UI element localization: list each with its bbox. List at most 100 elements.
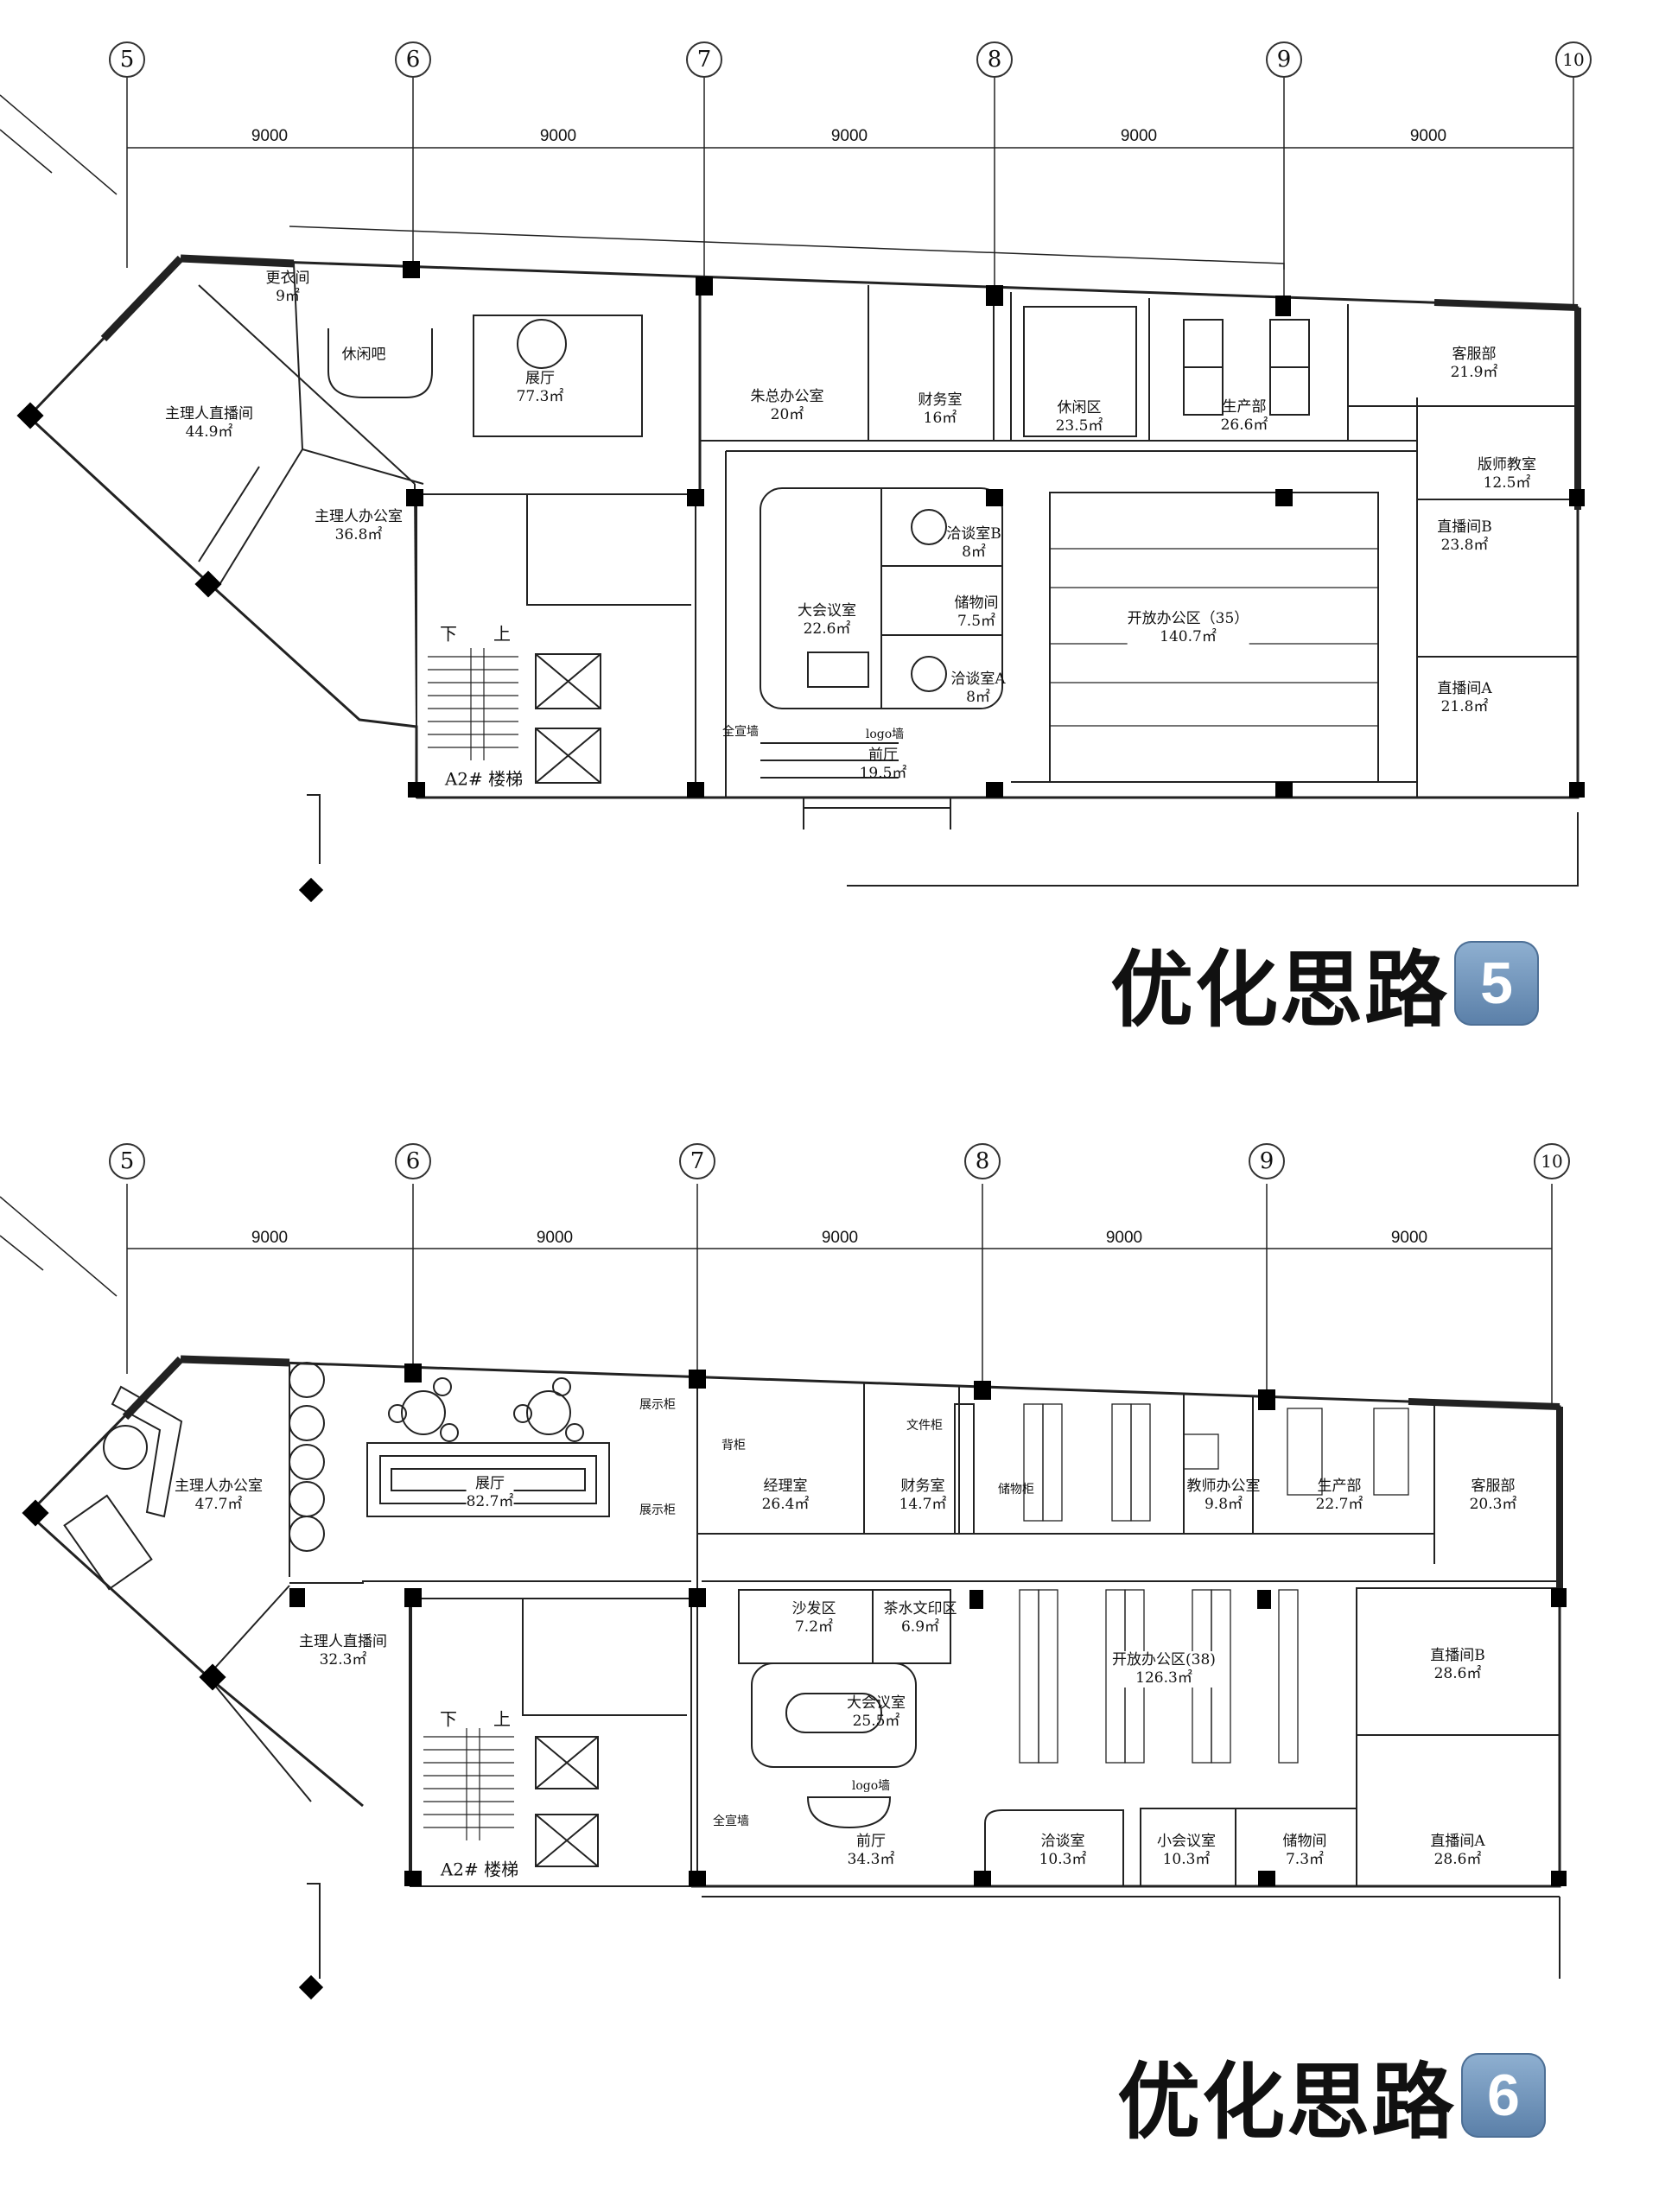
grid-axis-7: 7 xyxy=(686,41,722,78)
room-area: 6.9㎡ xyxy=(900,1618,940,1636)
room-area: 7.2㎡ xyxy=(794,1618,834,1636)
room-area: 26.4㎡ xyxy=(761,1496,810,1513)
grid-axis-9: 9 xyxy=(1266,41,1302,78)
grid-axis-9: 9 xyxy=(1249,1143,1285,1179)
grid-axis-8: 8 xyxy=(976,41,1013,78)
stair-up-label: 上 xyxy=(493,1708,511,1730)
room-area: 36.8㎡ xyxy=(334,526,383,543)
stair-down-label: 下 xyxy=(440,623,457,645)
room-area: 28.6㎡ xyxy=(1433,1851,1482,1868)
columns xyxy=(16,261,1585,903)
room-area: 16㎡ xyxy=(923,410,957,427)
room-name: 茶水文印区 xyxy=(883,1600,957,1618)
room-area: 10.3㎡ xyxy=(1162,1851,1211,1868)
room-area: 21.8㎡ xyxy=(1440,698,1489,715)
room-label: 开放办公区(38)126.3㎡ xyxy=(1112,1651,1216,1688)
room-area: 7.5㎡ xyxy=(957,613,996,630)
grid-lines xyxy=(0,78,1574,308)
room-area: 12.5㎡ xyxy=(1483,474,1531,492)
room-area: 28.6㎡ xyxy=(1433,1665,1482,1682)
room-name: 经理室 xyxy=(763,1478,808,1495)
caption-5: 优化思路 5 xyxy=(1110,923,1539,1043)
room-name: 储物间 xyxy=(954,594,999,612)
number-badge-icon: 6 xyxy=(1461,2052,1546,2138)
room-name: 直播间A xyxy=(1437,680,1492,697)
room-area: 9.8㎡ xyxy=(1204,1496,1243,1513)
room-name: 生产部 xyxy=(1222,398,1267,416)
room-area: 23.8㎡ xyxy=(1440,537,1489,554)
room-area: 25.5㎡ xyxy=(852,1713,900,1730)
back-cabinet-label: 背柜 xyxy=(721,1439,746,1452)
room-name: 财务室 xyxy=(918,391,963,409)
room-area: 47.7㎡ xyxy=(194,1496,243,1513)
grid-axis-6: 6 xyxy=(395,41,431,78)
room-name: 前厅 xyxy=(868,747,898,764)
room-name: 展厅 xyxy=(474,1475,505,1492)
span-dimension: 9000 xyxy=(251,127,289,145)
span-dimension: 9000 xyxy=(1120,127,1158,145)
stair-label: A2# 楼梯 xyxy=(444,768,524,790)
room-name: 教师办公室 xyxy=(1186,1478,1261,1495)
room-name: 洽谈室A xyxy=(950,671,1006,688)
span-dimension: 9000 xyxy=(830,127,868,145)
span-dimension: 9000 xyxy=(821,1229,859,1247)
stair-block xyxy=(410,1598,692,1887)
wall-label: 全宣墙 xyxy=(713,1815,749,1828)
grid-axis-10: 10 xyxy=(1534,1143,1570,1179)
span-dimension: 9000 xyxy=(536,1229,574,1247)
stair-label: A2# 楼梯 xyxy=(440,1859,519,1880)
room-area: 34.3㎡ xyxy=(847,1851,895,1868)
room-name: 客服部 xyxy=(1471,1478,1516,1495)
room-name: 小会议室 xyxy=(1157,1833,1216,1850)
room-name: 版师教室 xyxy=(1478,456,1536,474)
grid-axis-6: 6 xyxy=(395,1143,431,1179)
room-label: 开放办公区（35）140.7㎡ xyxy=(1127,610,1249,646)
room-name: 主理人办公室 xyxy=(175,1478,263,1495)
stair-up-label: 上 xyxy=(493,623,511,645)
room-area: 10.3㎡ xyxy=(1039,1851,1087,1868)
room-name: 休闲吧 xyxy=(341,346,386,364)
room-area: 22.6㎡ xyxy=(803,620,851,638)
room-area: 8㎡ xyxy=(962,543,986,561)
logo-wall-label: logo墙 xyxy=(851,1779,891,1793)
room-area: 126.3㎡ xyxy=(1135,1669,1192,1687)
room-area: 26.6㎡ xyxy=(1220,416,1268,434)
room-name: 展厅 xyxy=(524,370,555,387)
outer-wall xyxy=(180,1357,1561,1888)
room-name: 直播间B xyxy=(1430,1647,1485,1664)
room-area: 8㎡ xyxy=(966,689,990,706)
stair-down-label: 下 xyxy=(440,1708,457,1730)
columns xyxy=(22,1363,1567,2000)
room-area: 44.9㎡ xyxy=(185,423,233,441)
room-area: 9㎡ xyxy=(276,288,300,305)
room-name: 生产部 xyxy=(1317,1478,1362,1495)
number-badge-icon: 5 xyxy=(1454,940,1539,1026)
room-area: 140.7㎡ xyxy=(1160,628,1217,645)
span-dimension: 9000 xyxy=(251,1229,289,1247)
file-cabinet-label: 文件柜 xyxy=(906,1419,943,1433)
big-meeting-table-outline xyxy=(751,1662,917,1768)
room-name: 休闲区 xyxy=(1057,399,1102,416)
